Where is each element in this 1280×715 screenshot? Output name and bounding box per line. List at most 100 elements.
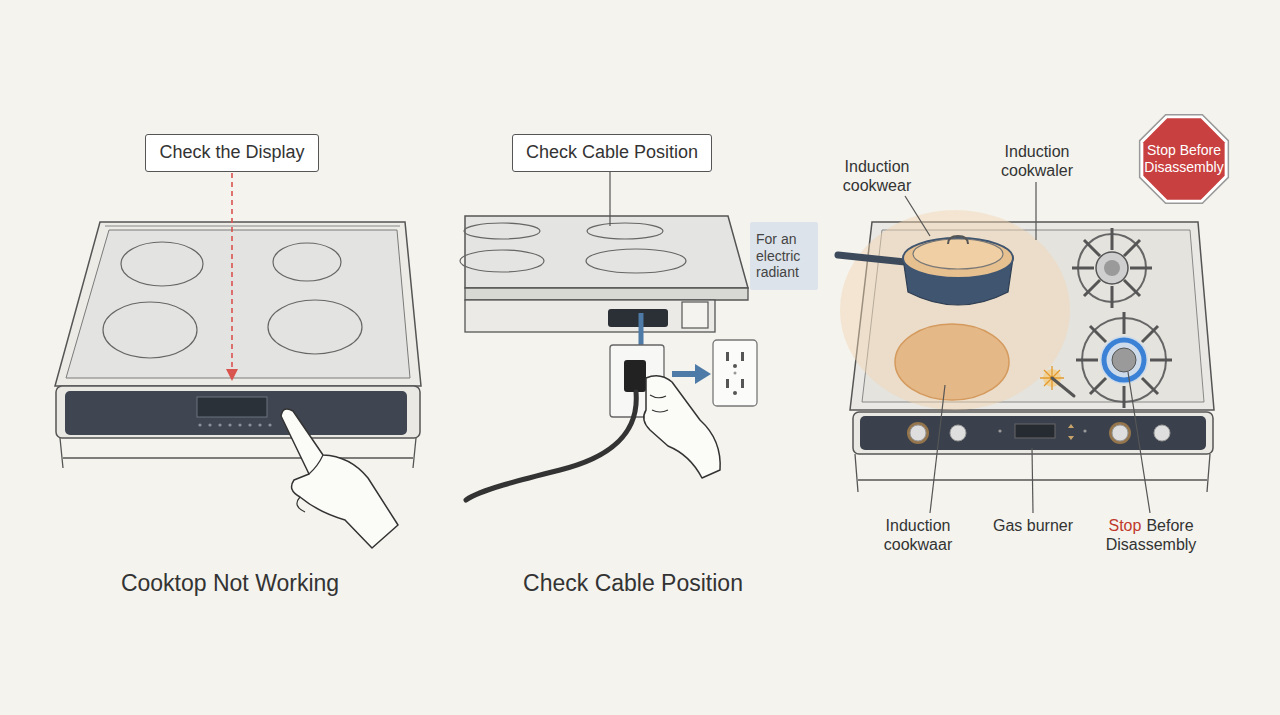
gas-grate-part bbox=[1104, 260, 1120, 276]
stove-illustration-part bbox=[910, 425, 926, 441]
cooktop-illustration-part bbox=[55, 222, 421, 386]
cooktop-illustration-part bbox=[103, 302, 197, 358]
stove-illustration-part bbox=[1083, 429, 1086, 432]
cooktop-illustration-part bbox=[273, 243, 341, 281]
unplug-arrows-part bbox=[695, 364, 711, 384]
stove-illustration-part bbox=[895, 324, 1009, 400]
free-outlet bbox=[713, 340, 757, 406]
cooktop-illustration-part-part bbox=[248, 423, 251, 426]
stove-illustration-part bbox=[1154, 425, 1170, 441]
dashed-pointer-part bbox=[226, 369, 238, 381]
cooktop-side-view-part bbox=[682, 302, 708, 328]
leader-lines bbox=[905, 182, 1150, 513]
cooktop-illustration-part bbox=[60, 438, 416, 468]
stop-sign: Stop Before Disassembly bbox=[1134, 109, 1234, 209]
free-outlet-part bbox=[726, 379, 729, 388]
gas-burner-flame-part bbox=[1076, 312, 1172, 408]
induction-pan-part bbox=[838, 255, 905, 262]
cooktop-side-view-part bbox=[465, 216, 748, 288]
stove-illustration bbox=[840, 210, 1214, 492]
leader-lines-part bbox=[1128, 372, 1150, 513]
cooktop-illustration-part-part bbox=[268, 423, 271, 426]
free-outlet-part bbox=[733, 391, 737, 395]
stop-sign-rim bbox=[1140, 115, 1229, 204]
cooktop-illustration-part bbox=[198, 423, 271, 426]
pressing-hand bbox=[281, 409, 398, 548]
part-label: Gas burner bbox=[980, 516, 1086, 535]
cooktop-illustration-part bbox=[65, 391, 407, 435]
node-text: Check the Display bbox=[159, 142, 304, 164]
dashed-pointer-part bbox=[231, 173, 233, 370]
warning-word: Stop bbox=[1108, 517, 1141, 534]
cooktop-illustration bbox=[55, 222, 421, 468]
igniter-spark bbox=[1040, 366, 1074, 396]
cooktop-side-view-part bbox=[465, 288, 748, 300]
cooktop-illustration-part bbox=[268, 300, 362, 354]
gas-burner-flame bbox=[1076, 312, 1172, 408]
free-outlet-part bbox=[741, 352, 744, 361]
gas-burner-flame-part bbox=[1104, 340, 1144, 380]
gas-grate-part bbox=[1072, 228, 1152, 308]
leader-lines-part bbox=[1032, 448, 1033, 513]
cooktop-illustration-part-part bbox=[208, 423, 211, 426]
wall-outlet-with-plug bbox=[466, 345, 720, 500]
cooktop-illustration-part bbox=[197, 397, 267, 417]
pressing-hand-part bbox=[281, 409, 398, 548]
cooktop-illustration-part-part bbox=[258, 423, 261, 426]
gas-burner-flame-part bbox=[1100, 336, 1148, 384]
node-text: For an electric radiant bbox=[756, 231, 812, 281]
gas-burner-flame-part bbox=[1112, 348, 1136, 372]
induction-pan-part bbox=[913, 239, 1003, 269]
gas-grate bbox=[1072, 228, 1152, 308]
cooktop-side-view-part bbox=[586, 249, 686, 273]
dashed-pointer bbox=[226, 173, 238, 381]
cooktop-illustration-part bbox=[121, 242, 203, 286]
free-outlet-part bbox=[741, 379, 744, 388]
pressing-hand-part bbox=[297, 455, 323, 512]
cooktop-illustration-part-part bbox=[228, 423, 231, 426]
panel-caption: Check Cable Position bbox=[498, 570, 768, 598]
gas-grate-part bbox=[1096, 252, 1128, 284]
cooktop-illustration-part-part bbox=[218, 423, 221, 426]
free-outlet-part bbox=[733, 364, 737, 368]
free-outlet-part bbox=[734, 372, 737, 375]
panel-caption: Cooktop Not Working bbox=[95, 570, 365, 598]
leader-lines-part bbox=[905, 196, 930, 236]
cooktop-side-view-part bbox=[465, 300, 715, 332]
step-box: Check Cable Position bbox=[512, 134, 712, 172]
stove-illustration-part bbox=[907, 422, 929, 444]
cooktop-side-view-part bbox=[460, 250, 544, 272]
stove-illustration-part bbox=[860, 416, 1206, 450]
leader-lines-part bbox=[1035, 182, 1036, 240]
part-label: Induction cookwear bbox=[822, 157, 932, 195]
cooktop-side-view bbox=[460, 172, 748, 332]
part-label: Induction cookwaler bbox=[981, 142, 1093, 180]
unplug-arrows-part bbox=[672, 371, 697, 377]
node-text: Stop Before Disassembly bbox=[1139, 142, 1229, 176]
stove-illustration-part bbox=[853, 412, 1213, 454]
induction-pan-part bbox=[948, 236, 968, 244]
cooktop-side-view-part bbox=[464, 223, 540, 239]
part-label: Induction cookwaar bbox=[862, 516, 974, 554]
cooktop-illustration-part-part bbox=[198, 423, 201, 426]
cooktop-illustration-part bbox=[56, 386, 420, 438]
node-text: Check Cable Position bbox=[526, 142, 698, 164]
wall-outlet-with-plug-part bbox=[650, 395, 668, 412]
cooktop-side-view-part bbox=[608, 309, 668, 327]
stove-illustration-part bbox=[1112, 425, 1128, 441]
induction-pan-part bbox=[903, 238, 1013, 278]
wall-outlet-with-plug-part bbox=[624, 360, 646, 392]
step-box: Check the Display bbox=[145, 134, 319, 172]
stove-illustration-part bbox=[1068, 424, 1074, 428]
induction-pan bbox=[838, 236, 1013, 305]
cooktop-illustration-part bbox=[105, 226, 400, 227]
stove-illustration-part bbox=[1109, 422, 1131, 444]
igniter-spark-part bbox=[1052, 378, 1074, 396]
label-group: StopBefore Disassembly bbox=[1092, 516, 1210, 554]
cooktop-side-view-part bbox=[587, 223, 663, 239]
stove-illustration-part bbox=[950, 425, 966, 441]
free-outlet-part bbox=[726, 352, 729, 361]
cooktop-illustration-part bbox=[66, 230, 410, 378]
